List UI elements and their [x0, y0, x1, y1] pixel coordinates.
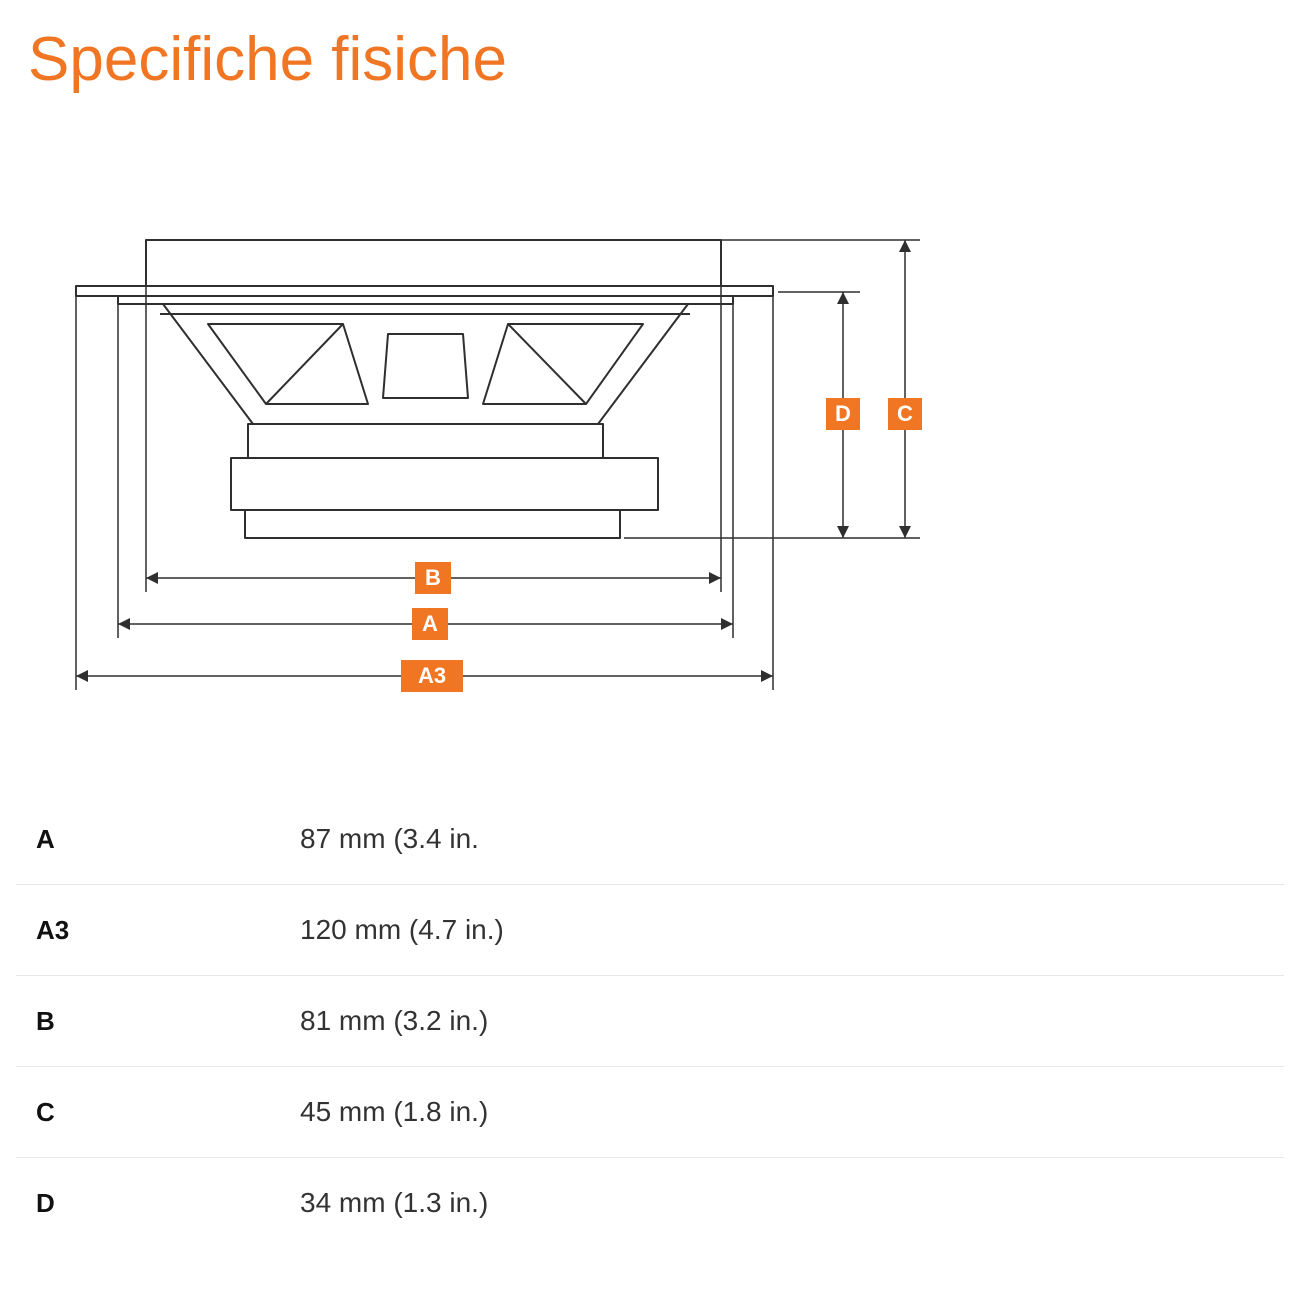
badge-c-label: C — [897, 401, 913, 426]
spec-label: C — [36, 1096, 55, 1127]
badge-d-label: D — [835, 401, 851, 426]
badge-c — [888, 398, 922, 431]
speaker-outline — [75, 239, 774, 540]
extension-lines — [75, 239, 920, 691]
spec-label: A3 — [36, 914, 70, 945]
diagram-container: D C B A A3 — [38, 212, 958, 732]
page-title: Specifiche fisiche — [28, 25, 508, 94]
spec-value: 34 mm (1.3 in.) — [300, 1187, 489, 1219]
badge-a3-label: A3 — [418, 663, 446, 688]
badge-a — [412, 608, 448, 641]
spec-row-a3: A3 120 mm (4.7 in.) — [16, 885, 1284, 977]
dimension-badges: D C B A A3 — [401, 398, 922, 693]
spec-table: A 87 mm (3.4 in. A3 120 mm (4.7 in.) B 8… — [16, 794, 1284, 1248]
spec-value: 81 mm (3.2 in.) — [300, 1005, 489, 1037]
spec-value: 120 mm (4.7 in.) — [300, 914, 504, 946]
spec-label: D — [36, 1187, 55, 1218]
badge-b-label: B — [425, 565, 441, 590]
spec-row-c: C 45 mm (1.8 in.) — [16, 1067, 1284, 1159]
spec-value: 45 mm (1.8 in.) — [300, 1096, 489, 1128]
badge-d — [826, 398, 860, 431]
badge-a-label: A — [422, 611, 438, 636]
badge-b — [415, 562, 451, 595]
spec-row-a: A 87 mm (3.4 in. — [16, 794, 1284, 886]
spec-value: 87 mm (3.4 in. — [300, 823, 479, 855]
badge-a3 — [401, 660, 463, 693]
speaker-dimension-diagram: D C B A A3 — [75, 239, 922, 693]
spec-row-d: D 34 mm (1.3 in.) — [16, 1158, 1284, 1248]
spec-label: A — [36, 823, 55, 854]
spec-row-b: B 81 mm (3.2 in.) — [16, 976, 1284, 1068]
spec-label: B — [36, 1005, 55, 1036]
